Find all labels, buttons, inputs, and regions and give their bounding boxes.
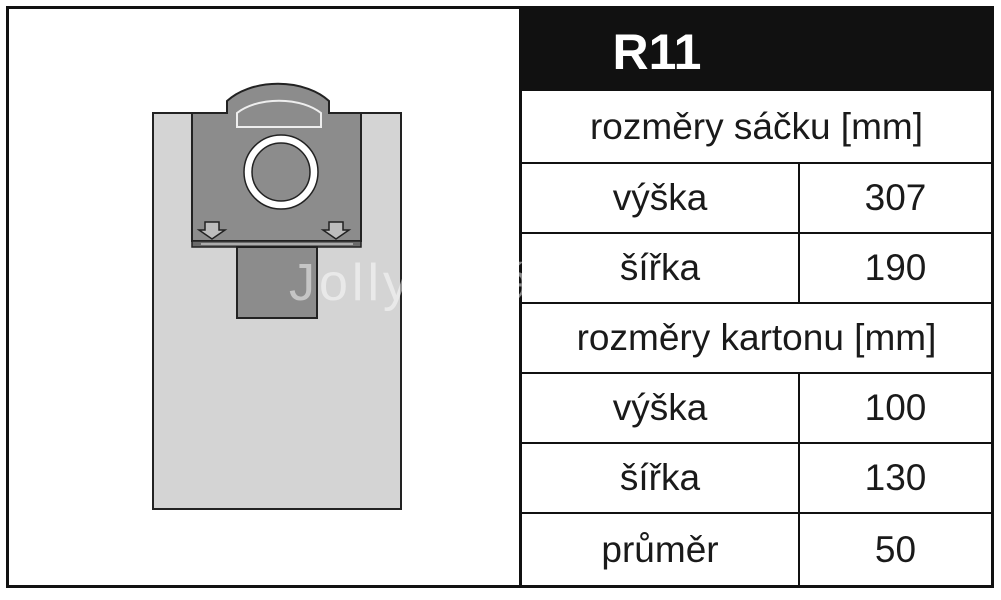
vacuum-bag-illustration: [152, 82, 402, 510]
collar-hole: [244, 135, 318, 209]
arrow-left-icon: [196, 221, 228, 240]
carton-diameter-label: průměr: [522, 514, 800, 585]
carton-dimensions-heading: rozměry kartonu [mm]: [576, 317, 937, 358]
bag-illustration-panel: Jolly - sáčky: [9, 9, 620, 585]
bag-width-value: 190: [864, 247, 927, 288]
table-row: šířka 190: [522, 234, 991, 304]
carton-width-label: šířka: [522, 444, 800, 512]
bag-height-label: výška: [522, 164, 800, 232]
bag-dimensions-heading: rozměry sáčku [mm]: [589, 105, 924, 147]
collar-inner-line: [236, 99, 322, 128]
product-spec-card: Jolly - sáčky R11 rozměry sáčku [mm] výš…: [6, 6, 994, 588]
table-row: výška 307: [522, 164, 991, 234]
product-code: R11: [612, 24, 702, 80]
table-row: průměr 50: [522, 514, 991, 585]
carton-dimensions-heading-row: rozměry kartonu [mm]: [522, 304, 991, 374]
arrow-right-icon: [320, 221, 352, 240]
bag-width-label: šířka: [522, 234, 800, 302]
spec-table: R11 rozměry sáčku [mm] výška 307 šířka 1…: [522, 9, 991, 585]
bag-height-value: 307: [864, 177, 927, 218]
carton-height-value: 100: [864, 387, 927, 428]
table-row: šířka 130: [522, 444, 991, 514]
bag-dimensions-heading-row: rozměry sáčku [mm]: [522, 91, 991, 164]
carton-height-label: výška: [522, 374, 800, 442]
carton-width-value: 130: [864, 457, 927, 498]
table-row: výška 100: [522, 374, 991, 444]
carton-diameter-value: 50: [874, 528, 917, 570]
bag-flap: [236, 246, 318, 319]
title-bar: R11: [522, 9, 991, 91]
